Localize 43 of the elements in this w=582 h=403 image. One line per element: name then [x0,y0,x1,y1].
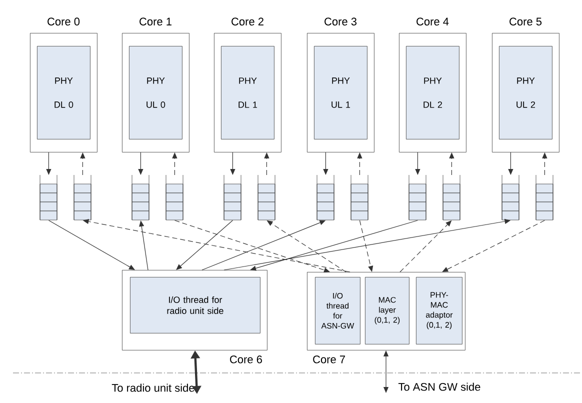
arrow [138,152,144,175]
arrow [230,152,236,175]
queue-stack [442,174,460,220]
arrow [359,220,374,272]
queue-stack [166,174,184,220]
arrow [323,152,328,175]
queue-stack [502,174,520,220]
queue-stack [258,174,276,220]
queue-stack [536,174,554,220]
core-label: Core 5 [510,18,542,26]
process-box: I/O thread for radio unit side [130,277,260,334]
core-label: Core 3 [324,18,356,26]
process-box: PHY UL 2 [499,46,552,140]
process-box: PHY UL 1 [314,46,368,140]
queue-stack [132,174,150,220]
core-label: Core 4 [416,18,449,26]
core-label: Core 2 [232,18,264,26]
queue-stack [316,174,334,220]
core-label: Core 7 [313,356,345,364]
process-box: PHY DL 2 [406,46,460,140]
process-box: PHY DL 0 [37,46,90,140]
core-label: Core 6 [230,356,262,364]
core-label: Core 1 [140,18,172,26]
arrow [415,152,420,175]
arrow [250,220,418,271]
process-box: PHY DL 1 [221,46,274,140]
queue-stack [224,174,242,220]
queue-stack [350,174,368,220]
side-label: To ASN GW side [398,382,480,391]
process-box: I/O thread for ASN-GW [315,277,360,344]
arrow [508,152,514,175]
side-label: To radio unit side [112,384,194,392]
queue-stack [74,174,92,220]
process-box: MAC layer (0,1, 2) [365,277,410,344]
queue-stack [408,174,426,220]
arrow [48,220,135,270]
arrow [176,220,233,270]
process-box: PHY UL 0 [129,46,182,140]
core-label: Core 0 [48,18,80,26]
queue-stack [40,174,58,220]
arrow [442,220,545,272]
process-box: PHY-MAC adaptor (0,1, 2) [416,277,462,344]
arrow [46,152,52,175]
